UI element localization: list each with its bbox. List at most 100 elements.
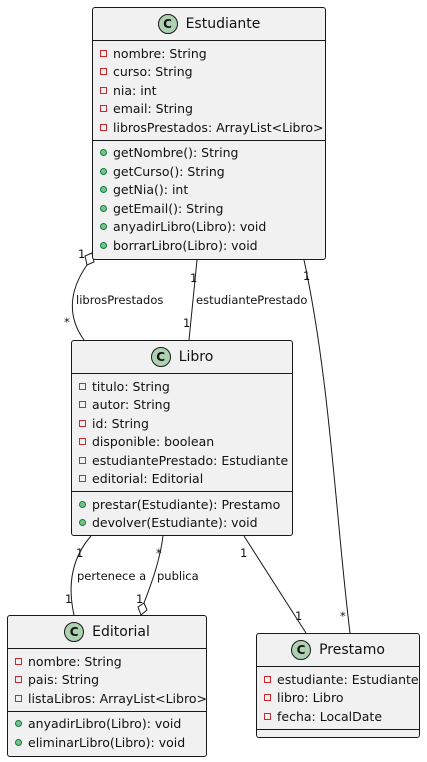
multiplicity-label: 1 (295, 609, 303, 623)
class-prestamo[interactable]: C Prestamo estudiante: Estudiante libro: … (256, 633, 420, 738)
private-visibility-icon (264, 712, 271, 720)
method-list: anyadirLibro(Libro): void eliminarLibro(L… (8, 710, 206, 755)
method-row: borrarLibro(Libro): void (93, 236, 325, 255)
edge-estudiante-prestamo (303, 259, 351, 634)
multiplicity-label: 1 (190, 271, 198, 285)
public-visibility-icon (15, 738, 22, 746)
method-row: getCurso(): String (93, 162, 325, 181)
method-text: prestar(Estudiante): Prestamo (92, 496, 281, 512)
public-visibility-icon (100, 204, 107, 212)
class-header: C Libro (72, 341, 292, 374)
attribute-row: listaLibros: ArrayList<Libro> (8, 689, 207, 708)
private-visibility-icon (79, 382, 86, 390)
attribute-row: autor: String (72, 396, 292, 415)
attribute-text: estudiante: Estudiante (277, 671, 419, 687)
class-name: Estudiante (185, 16, 261, 32)
attribute-row: nia: int (93, 81, 325, 100)
class-estudiante[interactable]: C Estudiante nombre: String curso: String… (92, 7, 326, 260)
public-visibility-icon (100, 186, 107, 194)
private-visibility-icon (100, 123, 107, 131)
class-badge-icon: C (64, 622, 85, 642)
edge-label: publica (157, 569, 199, 583)
multiplicity-label: 1 (303, 269, 311, 283)
class-header: C Prestamo (257, 634, 419, 667)
method-row: getEmail(): String (93, 199, 325, 218)
class-name: Prestamo (319, 642, 385, 658)
attribute-row: estudiante: Estudiante (257, 670, 419, 689)
private-visibility-icon (79, 475, 86, 483)
attribute-row: curso: String (93, 63, 325, 82)
attribute-list: estudiante: Estudiante libro: Libro fecha:… (257, 667, 419, 729)
multiplicity-label: * (340, 609, 346, 623)
multiplicity-label: 1 (183, 316, 191, 330)
private-visibility-icon (79, 419, 86, 427)
attribute-text: libro: Libro (277, 690, 344, 706)
private-visibility-icon (79, 438, 86, 446)
edge-libro-prestamo (243, 535, 307, 634)
attribute-text: disponible: boolean (92, 434, 215, 450)
multiplicity-label: 1 (78, 247, 86, 261)
method-text: getEmail(): String (113, 200, 224, 216)
attribute-text: nombre: String (113, 45, 207, 61)
attribute-text: estudiantePrestado: Estudiante (92, 452, 289, 468)
method-text: borrarLibro(Libro): void (113, 237, 258, 253)
attribute-text: id: String (92, 415, 149, 431)
multiplicity-label: 1 (240, 546, 248, 560)
public-visibility-icon (100, 241, 107, 249)
attribute-text: librosPrestados: ArrayList<Libro> (113, 119, 324, 135)
edge-librosPrestados (71, 264, 88, 341)
method-list: getNombre(): String getCurso(): String get… (93, 139, 325, 258)
attribute-row: nombre: String (93, 44, 325, 63)
method-list (257, 728, 419, 734)
attribute-text: titulo: String (92, 378, 170, 394)
method-text: getNombre(): String (113, 145, 239, 161)
method-text: devolver(Estudiante): void (92, 515, 258, 531)
attribute-row: titulo: String (72, 377, 292, 396)
attribute-row: pais: String (8, 671, 206, 690)
class-badge-icon: C (150, 347, 171, 367)
class-name: Libro (178, 349, 214, 365)
multiplicity-label: * (156, 546, 162, 560)
method-row: getNia(): int (93, 181, 325, 200)
method-text: eliminarLibro(Libro): void (28, 734, 186, 750)
edge-perteneceA (70, 535, 92, 616)
private-visibility-icon (100, 49, 107, 57)
private-visibility-icon (264, 675, 271, 683)
private-visibility-icon (100, 105, 107, 113)
class-header: C Estudiante (93, 8, 325, 41)
private-visibility-icon (79, 401, 86, 409)
private-visibility-icon (100, 86, 107, 94)
public-visibility-icon (100, 167, 107, 175)
attribute-row: estudiantePrestado: Estudiante (72, 451, 292, 470)
attribute-text: nia: int (113, 82, 157, 98)
method-text: getCurso(): String (113, 163, 225, 179)
attribute-text: fecha: LocalDate (277, 708, 383, 724)
class-badge-icon: C (157, 14, 178, 34)
method-row: getNombre(): String (93, 144, 325, 163)
edge-publica (143, 535, 164, 604)
attribute-row: libro: Libro (257, 689, 419, 708)
public-visibility-icon (15, 720, 22, 728)
class-badge-icon: C (291, 640, 312, 660)
attribute-row: editorial: Editorial (72, 470, 292, 489)
attribute-row: email: String (93, 100, 325, 119)
attribute-row: nombre: String (8, 652, 206, 671)
public-visibility-icon (100, 149, 107, 157)
private-visibility-icon (264, 694, 271, 702)
multiplicity-label: 1 (65, 592, 73, 606)
edge-label: pertenece a (77, 569, 147, 583)
method-row: eliminarLibro(Libro): void (8, 733, 206, 752)
attribute-text: curso: String (113, 64, 193, 80)
method-list: prestar(Estudiante): Prestamo devolver(Es… (72, 491, 292, 535)
class-name: Editorial (92, 624, 150, 640)
method-text: getNia(): int (113, 182, 189, 198)
attribute-row: id: String (72, 414, 292, 433)
method-text: anyadirLibro(Libro): void (28, 716, 182, 732)
private-visibility-icon (15, 657, 22, 665)
multiplicity-label: 1 (136, 592, 144, 606)
attribute-text: listaLibros: ArrayList<Libro> (28, 690, 207, 706)
